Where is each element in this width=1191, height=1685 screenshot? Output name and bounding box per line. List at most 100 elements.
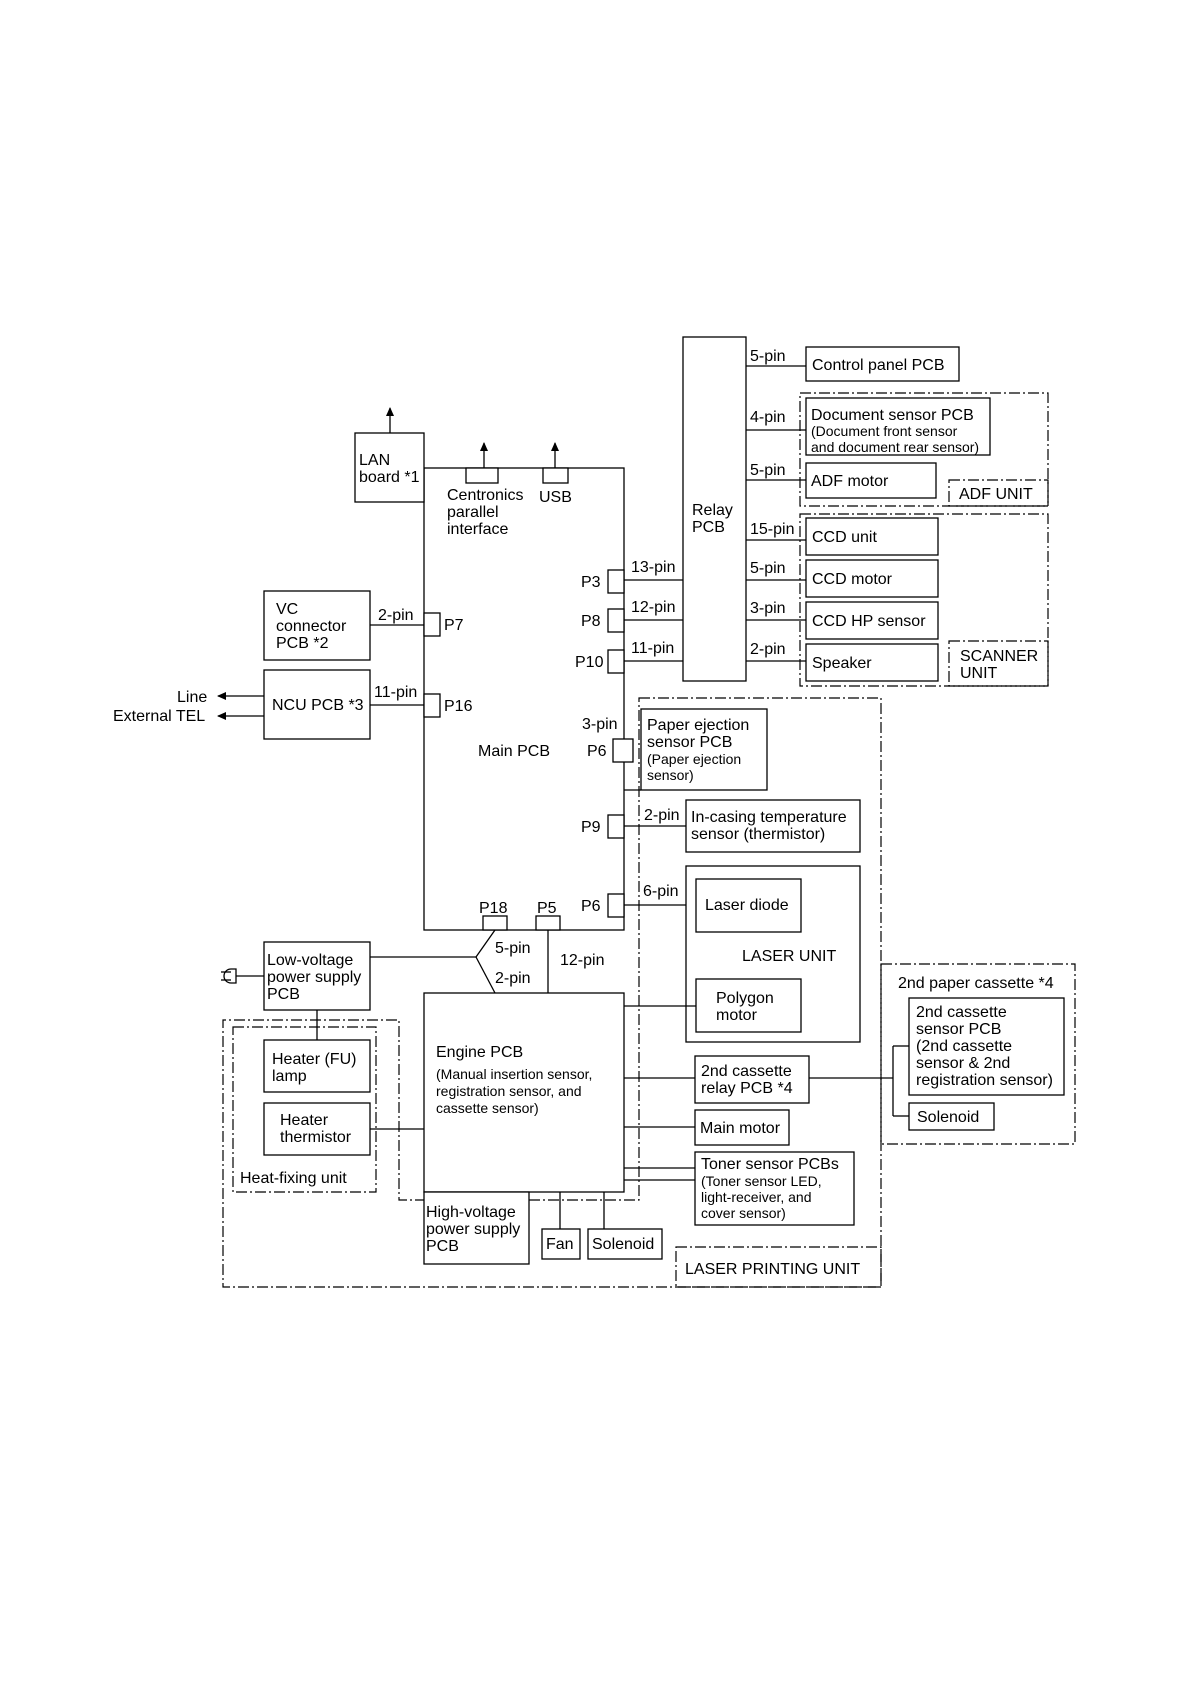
- vc-connector-pcb-label: VC connector PCB *2: [276, 601, 351, 652]
- laser-diode-box: [695, 878, 802, 933]
- cassette-relay-pcb-label: 2nd cassette relay PCB *4: [701, 1063, 796, 1097]
- pin-control-panel: 5-pin: [750, 348, 786, 365]
- cassette-solenoid-box: [908, 1102, 995, 1131]
- paper-cassette-outline: [880, 963, 1076, 1145]
- pin-p9: 2-pin: [644, 807, 680, 824]
- adf-unit-tag: [948, 479, 1049, 507]
- cassette-sensor-pcb-box: [908, 997, 1065, 1096]
- lan-board-box: [354, 432, 425, 503]
- paper-ejection-sensor-label: Paper ejection sensor PCB (Paper ejectio…: [647, 717, 754, 783]
- main-motor-label: Main motor: [700, 1120, 781, 1137]
- main-motor-box: [694, 1109, 790, 1146]
- ccd-motor-box: [805, 559, 939, 598]
- ccd-unit-label: CCD unit: [812, 529, 877, 546]
- connector-p9-label: P9: [581, 819, 601, 836]
- engine-pcb-box: [423, 992, 625, 1193]
- fan-label: Fan: [546, 1236, 574, 1253]
- centronics-connector: [465, 467, 499, 484]
- solenoid-label: Solenoid: [592, 1236, 654, 1253]
- cassette-sensor-pcb-label: 2nd cassette sensor PCB (2nd cassette se…: [916, 1004, 1053, 1089]
- ccd-unit-box: [805, 517, 939, 556]
- polygon-motor-box: [695, 978, 802, 1033]
- low-voltage-power-supply-label: Low-voltage power supply PCB: [267, 952, 366, 1003]
- paper-cassette-label: 2nd paper cassette *4: [898, 975, 1054, 992]
- adf-unit-label: ADF UNIT: [959, 486, 1033, 503]
- pin-p16: 11-pin: [374, 684, 417, 701]
- in-casing-temp-sensor-label: In-casing temperature sensor (thermistor…: [691, 809, 851, 843]
- connector-p6-laser: [607, 893, 625, 918]
- line-label: Line: [177, 689, 207, 706]
- ncu-pcb-label: NCU PCB *3: [272, 697, 364, 714]
- scanner-unit-tag: [948, 640, 1049, 687]
- main-pcb-label: Main PCB: [478, 743, 550, 760]
- lan-board-label: LAN board *1: [359, 452, 420, 486]
- control-panel-pcb-box: [805, 346, 960, 382]
- laser-diode-label: Laser diode: [705, 897, 789, 914]
- cassette-relay-pcb-box: [694, 1055, 810, 1104]
- heater-lamp-box: [263, 1039, 371, 1093]
- control-panel-pcb-label: Control panel PCB: [812, 357, 945, 374]
- scanner-unit-outline: [799, 513, 1049, 687]
- paper-ejection-sensor-box: [640, 708, 768, 791]
- cassette-solenoid-label: Solenoid: [917, 1109, 979, 1126]
- connector-p16-label: P16: [444, 698, 473, 715]
- heater-thermistor-label: Heater thermistor: [280, 1112, 352, 1146]
- high-voltage-power-supply-box: [423, 1191, 530, 1265]
- heater-lamp-label: Heater (FU) lamp: [272, 1051, 361, 1085]
- connector-p3: [607, 569, 625, 594]
- connector-p6-paper-ejection: [612, 738, 634, 763]
- pin-p18b: 2-pin: [495, 970, 531, 987]
- pin-adf-motor: 5-pin: [750, 462, 786, 479]
- connector-p16: [423, 693, 441, 718]
- connector-p8-label: P8: [581, 613, 601, 630]
- pin-p18a: 5-pin: [495, 940, 531, 957]
- power-plug-icon: [221, 968, 264, 984]
- usb-connector: [542, 467, 569, 484]
- polygon-motor-label: Polygon motor: [716, 990, 778, 1024]
- pin-p5: 12-pin: [560, 952, 604, 969]
- speaker-label: Speaker: [812, 655, 872, 672]
- ccd-hp-sensor-label: CCD HP sensor: [812, 613, 926, 630]
- centronics-label: Centronics parallel interface: [447, 487, 528, 538]
- connector-p9: [607, 814, 625, 839]
- scanner-unit-label: SCANNER UNIT: [960, 648, 1043, 682]
- connector-p6b-label: P6: [581, 898, 601, 915]
- pin-p10: 11-pin: [631, 640, 674, 657]
- toner-sensor-pcbs-box: [694, 1151, 855, 1226]
- connector-p18: [482, 915, 508, 931]
- laser-unit-label: LASER UNIT: [742, 948, 836, 965]
- external-tel-label: External TEL: [113, 708, 205, 725]
- heat-fixing-unit-outline: [232, 1026, 377, 1193]
- pin-p3: 13-pin: [631, 559, 675, 576]
- pin-ccd-hp-sensor: 3-pin: [750, 600, 786, 617]
- pin-ccd-motor: 5-pin: [750, 560, 786, 577]
- adf-motor-label: ADF motor: [811, 473, 889, 490]
- usb-label: USB: [539, 489, 572, 506]
- adf-unit-outline: [799, 392, 1049, 507]
- laser-printing-unit-tag: [675, 1246, 882, 1288]
- ccd-hp-sensor-box: [805, 601, 939, 640]
- heat-fixing-unit-label: Heat-fixing unit: [240, 1170, 347, 1187]
- solenoid-box: [587, 1228, 663, 1260]
- connector-p7: [423, 612, 441, 637]
- relay-pcb-box: [682, 336, 747, 682]
- pin-p8: 12-pin: [631, 599, 675, 616]
- adf-motor-box: [805, 462, 937, 499]
- toner-sensor-pcbs-label: Toner sensor PCBs (Toner sensor LED, lig…: [701, 1156, 843, 1221]
- connector-p5-label: P5: [537, 900, 557, 917]
- main-pcb-box: [423, 467, 625, 931]
- engine-pcb-label: Engine PCB (Manual insertion sensor, reg…: [436, 1044, 597, 1116]
- pin-speaker: 2-pin: [750, 641, 786, 658]
- high-voltage-power-supply-label: High-voltage power supply PCB: [426, 1204, 525, 1255]
- connector-p6a-label: P6: [587, 743, 607, 760]
- connector-p10-label: P10: [575, 654, 604, 671]
- laser-printing-unit-label: LASER PRINTING UNIT: [685, 1261, 860, 1278]
- ccd-motor-label: CCD motor: [812, 571, 893, 588]
- pin-document-sensor: 4-pin: [750, 409, 786, 426]
- in-casing-temp-sensor-box: [685, 799, 861, 853]
- speaker-box: [805, 643, 939, 682]
- pin-p6a: 3-pin: [582, 716, 618, 733]
- connector-p10: [607, 649, 625, 674]
- pin-p7: 2-pin: [378, 607, 414, 624]
